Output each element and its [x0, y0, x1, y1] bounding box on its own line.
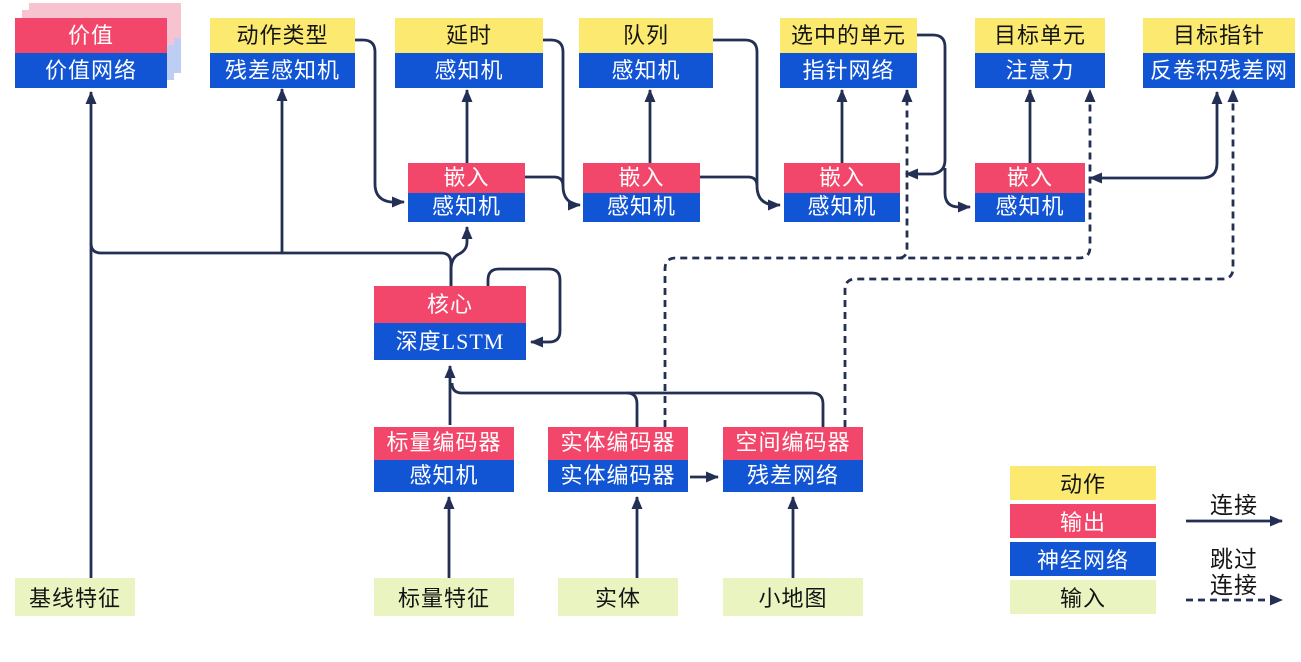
solid-connections — [85, 33, 1283, 578]
baseline-features-input: 基线特征 — [15, 578, 135, 616]
core-node: 核心深度LSTM — [374, 286, 526, 360]
target-pointer-label: 目标指针 — [1143, 18, 1295, 53]
embedding-4-node: 嵌入感知机 — [975, 163, 1085, 222]
scalar-encoder-node: 标量编码器感知机 — [374, 427, 514, 492]
legend-dashed-label-line2: 连接 — [1210, 573, 1258, 598]
scalar-encoder-label: 标量编码器 — [374, 427, 514, 460]
entity-encoder-network-label: 实体编码器 — [548, 459, 688, 492]
embedding-3-label: 嵌入 — [784, 163, 900, 193]
legend-swatch-blue: 神经网络 — [1010, 542, 1156, 576]
entity-encoder-label: 实体编码器 — [548, 427, 688, 460]
embedding-4-network-label: 感知机 — [975, 192, 1085, 222]
scalar-features-input: 标量特征 — [374, 578, 514, 616]
selected-units-label: 选中的单元 — [780, 18, 917, 53]
legend-swatch-yellow: 动作 — [1010, 466, 1156, 500]
target-pointer-node: 目标指针反卷积残差网 — [1143, 18, 1295, 88]
embedding-1-network-label: 感知机 — [408, 192, 525, 222]
target-pointer-network-label: 反卷积残差网 — [1143, 53, 1295, 88]
value-network-label: 价值网络 — [15, 53, 167, 88]
embedding-2-label: 嵌入 — [583, 163, 700, 193]
delay-node: 延时感知机 — [395, 18, 543, 88]
embedding-3-node: 嵌入感知机 — [784, 163, 900, 222]
legend-swatch-green: 输入 — [1010, 580, 1156, 614]
delay-label: 延时 — [395, 18, 543, 53]
target-unit-label: 目标单元 — [975, 18, 1105, 53]
target-unit-node: 目标单元注意力 — [975, 18, 1105, 88]
entity-encoder-node: 实体编码器实体编码器 — [548, 427, 688, 492]
delay-network-label: 感知机 — [395, 53, 543, 88]
queue-node: 队列感知机 — [579, 18, 713, 88]
selected-units-node: 选中的单元指针网络 — [780, 18, 917, 88]
queue-network-label: 感知机 — [579, 53, 713, 88]
embedding-1-label: 嵌入 — [408, 163, 525, 193]
value-label: 价值 — [15, 18, 167, 53]
legend-dashed-label-line1: 跳过 — [1210, 547, 1258, 572]
selected-units-network-label: 指针网络 — [780, 53, 917, 88]
core-network-label: 深度LSTM — [374, 323, 526, 360]
embedding-4-label: 嵌入 — [975, 163, 1085, 193]
scalar-encoder-network-label: 感知机 — [374, 459, 514, 492]
value-node: 价值价值网络 — [15, 18, 167, 88]
dashed-skip-connections — [663, 89, 1283, 606]
embedding-2-network-label: 感知机 — [583, 192, 700, 222]
minimap-input: 小地图 — [723, 578, 863, 616]
target-unit-network-label: 注意力 — [975, 53, 1105, 88]
spatial-encoder-node: 空间编码器残差网络 — [723, 427, 863, 492]
embedding-3-network-label: 感知机 — [784, 192, 900, 222]
core-label: 核心 — [374, 286, 526, 323]
spatial-encoder-label: 空间编码器 — [723, 427, 863, 460]
entities-input: 实体 — [558, 578, 678, 616]
action-type-network-label: 残差感知机 — [210, 53, 355, 88]
legend-solid-label: 连接 — [1210, 493, 1258, 518]
embedding-1-node: 嵌入感知机 — [408, 163, 525, 222]
action-type-node: 动作类型残差感知机 — [210, 18, 355, 88]
action-type-label: 动作类型 — [210, 18, 355, 53]
embedding-2-node: 嵌入感知机 — [583, 163, 700, 222]
queue-label: 队列 — [579, 18, 713, 53]
spatial-encoder-network-label: 残差网络 — [723, 459, 863, 492]
legend-swatch-pink: 输出 — [1010, 504, 1156, 538]
